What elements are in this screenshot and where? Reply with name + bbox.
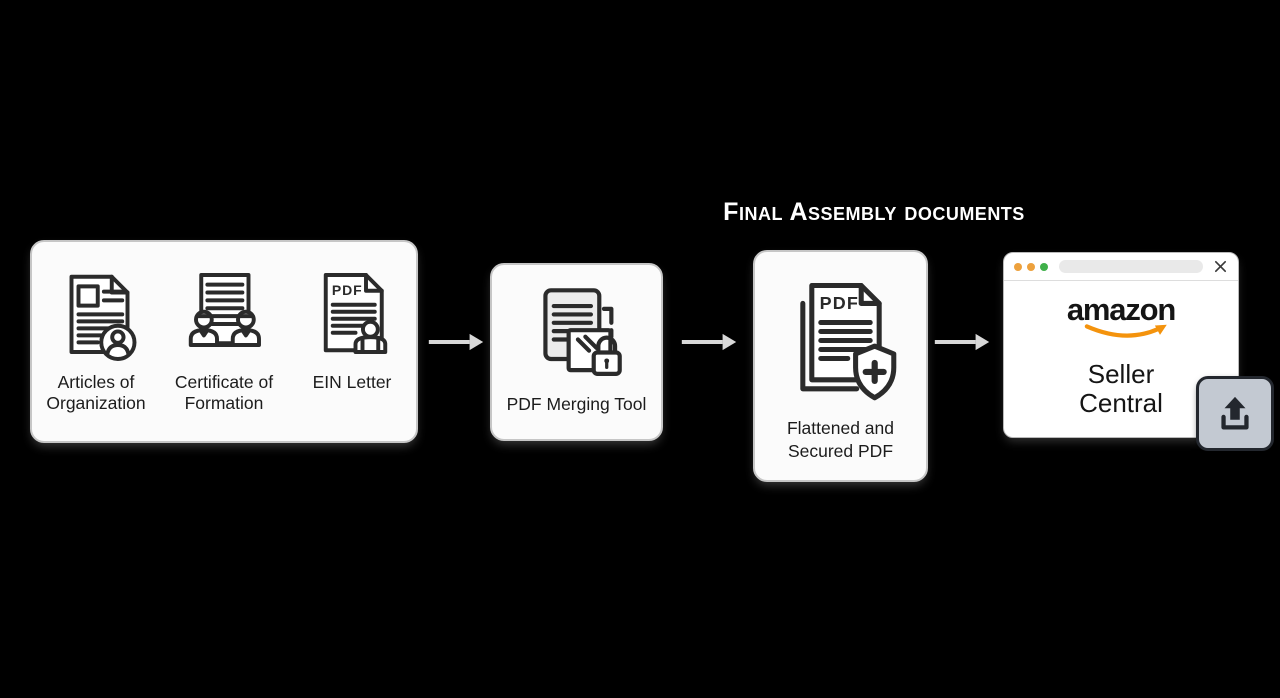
amazon-logo-text: amazon xyxy=(1066,292,1176,327)
ein-letter-label: EIN Letter xyxy=(312,372,392,392)
document-with-person-badge-icon xyxy=(69,274,137,361)
amazon-smile-arrow-icon xyxy=(1084,324,1167,338)
right-arrow-icon xyxy=(428,333,484,351)
pdf-merge-with-lock-icon xyxy=(542,288,622,376)
certificate-of-formation-label: Certificate of Formation xyxy=(174,372,274,413)
pdf-merging-tool-box: PDF Merging Tool xyxy=(490,263,663,441)
browser-titlebar xyxy=(1004,253,1238,281)
pdf-document-with-person-icon: PDF xyxy=(323,273,388,354)
upload-button xyxy=(1196,376,1274,451)
seller-central-label: Seller Central xyxy=(1079,359,1163,418)
window-control-dot xyxy=(1040,262,1048,271)
amazon-logo: amazon xyxy=(1066,292,1176,340)
ein-letter-item: PDF EIN Letter xyxy=(288,268,416,393)
right-arrow-icon xyxy=(681,333,737,351)
pdf-document-with-shield-icon: PDF xyxy=(799,282,896,401)
close-icon xyxy=(1214,260,1227,273)
secured-pdf-box: PDF Flattened and Secured PDF xyxy=(753,250,928,482)
articles-of-organization-label: Articles of Organization xyxy=(46,372,146,413)
document-with-two-people-icon xyxy=(188,273,261,347)
pdf-badge-text: PDF xyxy=(332,282,363,298)
upload-icon xyxy=(1221,396,1249,430)
pdf-merging-tool-label: PDF Merging Tool xyxy=(506,394,647,414)
window-control-dot xyxy=(1014,262,1022,271)
window-control-dot xyxy=(1027,262,1035,271)
certificate-of-formation-item: Certificate of Formation xyxy=(160,268,288,414)
articles-of-organization-item: Articles of Organization xyxy=(32,268,160,414)
secured-pdf-label: Flattened and Secured PDF xyxy=(786,418,895,461)
address-bar xyxy=(1059,260,1203,273)
source-documents-box: Articles of Organization xyxy=(30,240,418,443)
browser-content: amazon Seller Central xyxy=(1004,281,1238,417)
right-arrow-icon xyxy=(934,333,990,351)
diagram-title: Final Assembly documents xyxy=(723,198,1025,226)
pdf-badge-text: PDF xyxy=(819,293,858,313)
